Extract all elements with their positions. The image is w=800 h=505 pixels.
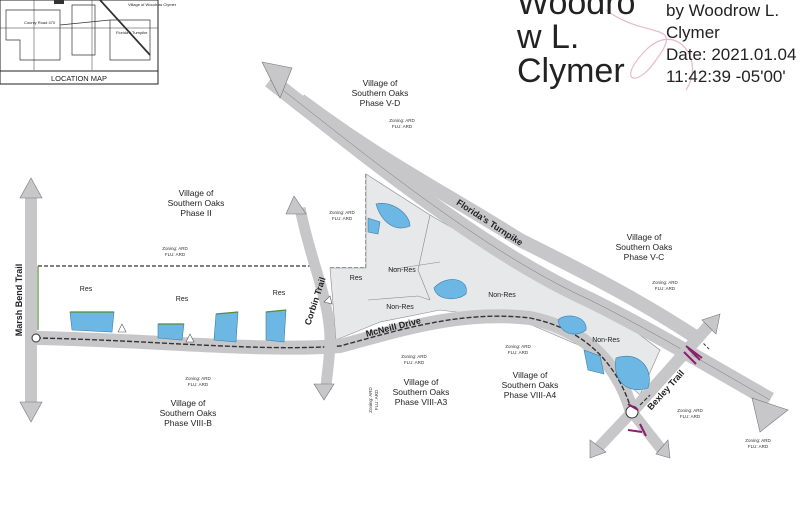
svg-text:FLU: ARD: FLU: ARD [655,286,676,291]
village-ii-label: Village of Southern Oaks Phase II Zoning… [162,188,224,257]
parcel-nonres-2: Non-Res [386,304,414,311]
parcel-nonres-1: Non-Res [388,267,416,274]
svg-text:FLU: ARD: FLU: ARD [165,252,186,257]
signature-scribble [605,9,694,91]
corbin-trail-road [285,195,336,401]
svg-text:Phase II: Phase II [180,208,211,218]
access-arrows [117,295,333,343]
svg-text:FLU: ARD: FLU: ARD [404,360,425,365]
svg-text:Zoning: ARD: Zoning: ARD [389,118,415,123]
svg-text:Southern Oaks: Southern Oaks [502,380,559,390]
svg-text:Zoning: ARD: Zoning: ARD [368,386,373,412]
svg-text:FLU: ARD: FLU: ARD [508,350,529,355]
svg-text:Phase V-D: Phase V-D [360,98,401,108]
inset-label-village: Village of Woodrow Clymer [128,2,177,7]
svg-text:Village of: Village of [513,370,548,380]
signature-details: by Woodrow L. Clymer Date: 2021.01.04 11… [666,1,797,86]
village-viiia3-label: Village of Southern Oaks Phase VIII-A3 Z… [393,354,450,407]
parcel-res-3: Res [273,290,286,297]
svg-text:Zoning: ARD: Zoning: ARD [401,354,427,359]
svg-text:Village of: Village of [363,78,398,88]
svg-text:Zoning: ARD: Zoning: ARD [652,280,678,285]
village-vc-label: Village of Southern Oaks Phase V-C Zonin… [616,232,679,291]
village-viiib-label: Zoning: ARD FLU: ARD Village of Southern… [160,376,217,428]
village-labels: Village of Southern Oaks Phase V-D Zonin… [160,78,679,428]
water-bodies [69,203,650,390]
svg-text:FLU: ARD: FLU: ARD [332,216,353,221]
parcel-res-1: Res [80,286,93,293]
svg-text:FLU: ARD: FLU: ARD [374,389,379,410]
svg-text:Zoning: ARD: Zoning: ARD [162,246,188,251]
parcel-res-4: Res [350,275,363,282]
green-buffers [37,266,287,330]
svg-text:Zoning: ARD: Zoning: ARD [185,376,211,381]
svg-text:Southern Oaks: Southern Oaks [160,408,217,418]
inset-label-turnpike: Florida's Turnpike [116,30,148,35]
mcneill-drive-road [35,309,639,415]
improvement-markers [627,345,703,437]
svg-text:FLU: ARD: FLU: ARD [680,414,701,419]
village-vd-label: Village of Southern Oaks Phase V-D Zonin… [352,78,416,129]
svg-text:Zoning: ARD: Zoning: ARD [505,344,531,349]
parcel-res-2: Res [176,296,189,303]
svg-text:Southern Oaks: Southern Oaks [168,198,225,208]
svg-text:Phase VIII-B: Phase VIII-B [164,418,212,428]
svg-text:FLU: ARD: FLU: ARD [392,124,413,129]
svg-text:Phase VIII-A4: Phase VIII-A4 [504,390,557,400]
signature-name: Woodro w L. Clymer [517,0,636,90]
location-map-inset: County Road 470 Florida's Turnpike Villa… [0,0,177,85]
svg-text:Zoning: ARD: Zoning: ARD [329,210,355,215]
bexley-trail-road [589,313,721,459]
parcel-labels: Res Res Res Res Non-Res Non-Res Non-Res … [80,267,621,344]
marsh-bend-label: Marsh Bend Trail [14,264,24,337]
inset-title: LOCATION MAP [51,74,107,83]
parcel-nonres-3: Non-Res [488,292,516,299]
svg-text:Zoning: ARD: Zoning: ARD [745,438,771,443]
svg-text:Southern Oaks: Southern Oaks [616,242,673,252]
svg-text:Southern Oaks: Southern Oaks [393,387,450,397]
svg-text:Village of: Village of [627,232,662,242]
village-viiia4-label: Village of Southern Oaks Phase VIII-A4 Z… [502,344,559,400]
marsh-bend-trail-road [19,177,43,423]
svg-text:Southern Oaks: Southern Oaks [352,88,409,98]
svg-text:FLU: ARD: FLU: ARD [748,444,769,449]
inset-label-road: County Road 470 [24,20,56,25]
svg-text:Phase VIII-A3: Phase VIII-A3 [395,397,448,407]
parcel-nonres-4: Non-Res [592,337,620,344]
extra-zoning-labels: Zoning: ARD FLU: ARD Zoning: ARD FLU: AR… [329,210,771,449]
svg-text:Phase V-C: Phase V-C [624,252,665,262]
svg-text:Village of: Village of [171,398,206,408]
svg-text:FLU: ARD: FLU: ARD [188,382,209,387]
svg-text:Zoning: ARD: Zoning: ARD [677,408,703,413]
svg-text:Village of: Village of [404,377,439,387]
svg-text:Village of: Village of [179,188,214,198]
